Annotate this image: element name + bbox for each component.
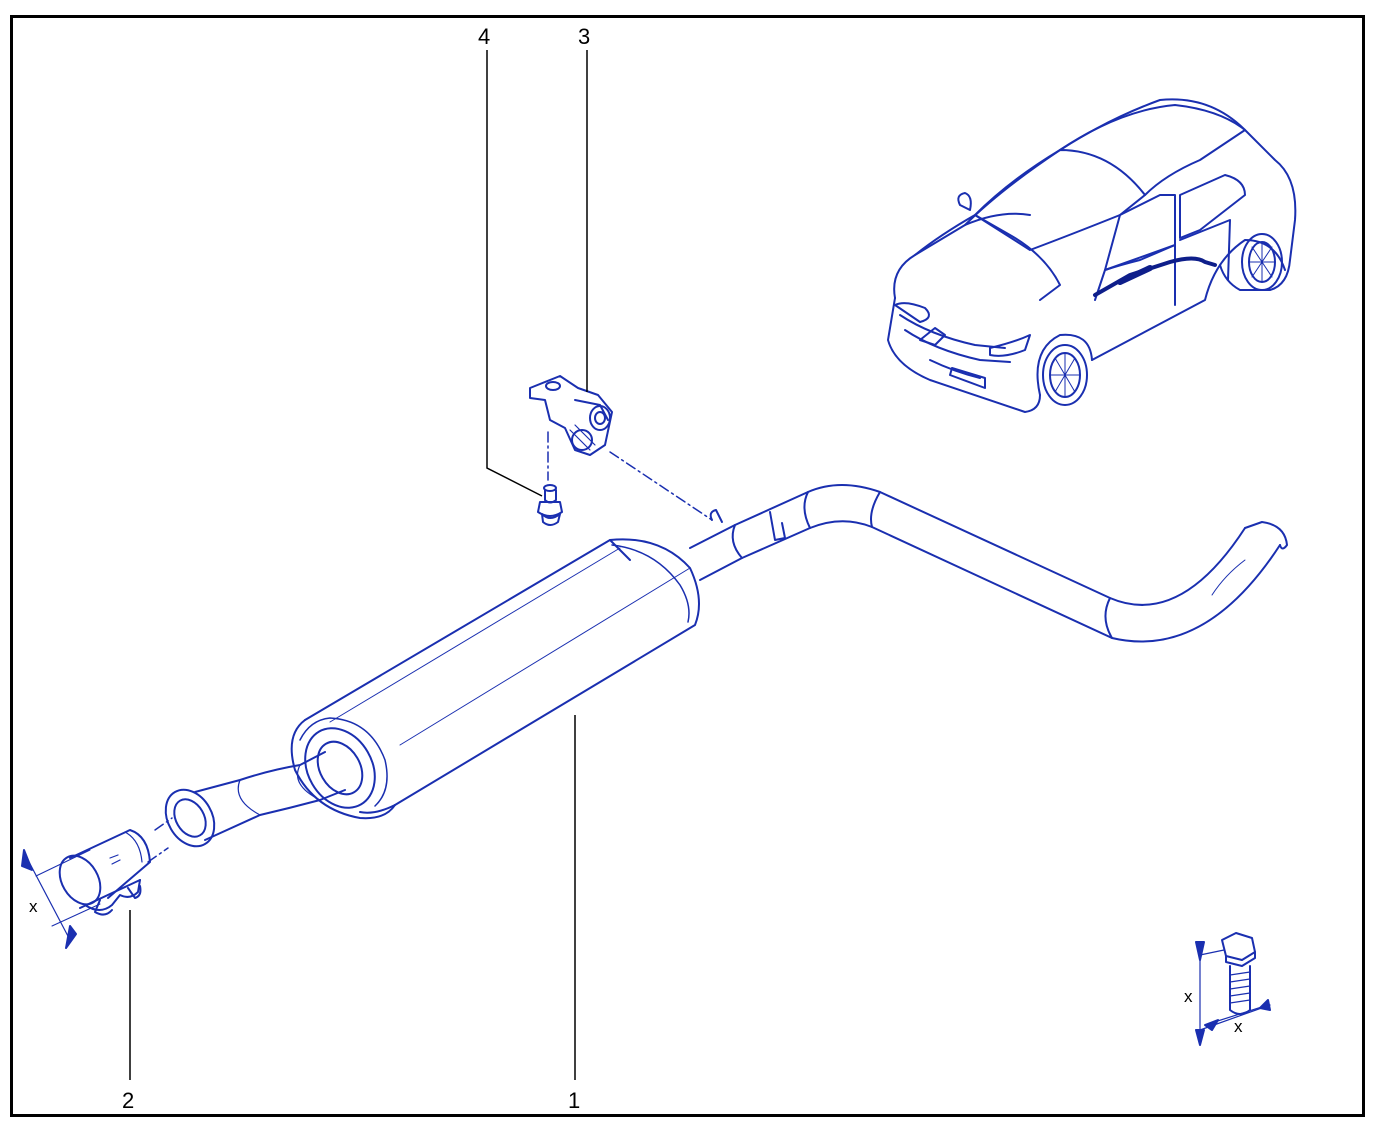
flange-bolt [537, 484, 563, 526]
callout-1: 1 [568, 1088, 581, 1113]
leader-4 [486, 50, 543, 497]
callout-2: 2 [122, 1088, 135, 1113]
rear-pipe [689, 484, 1288, 643]
callout-3: 3 [578, 24, 591, 49]
clamp [58, 829, 151, 916]
bolt-dimension-label-vertical: x [1184, 987, 1193, 1006]
silencer [290, 538, 700, 820]
bolt-torque-icon [1195, 932, 1271, 1046]
bolt-dimension-label-horizontal: x [1234, 1017, 1243, 1036]
inlet-pipe [164, 751, 346, 848]
alignment-lines [147, 431, 713, 863]
clamp-dimension [21, 849, 101, 949]
mounting-bracket [529, 375, 613, 456]
car-locator-icon [887, 98, 1297, 413]
callout-4: 4 [478, 24, 491, 49]
clamp-dimension-label: x [29, 897, 38, 916]
callout-leaders [129, 50, 588, 1080]
